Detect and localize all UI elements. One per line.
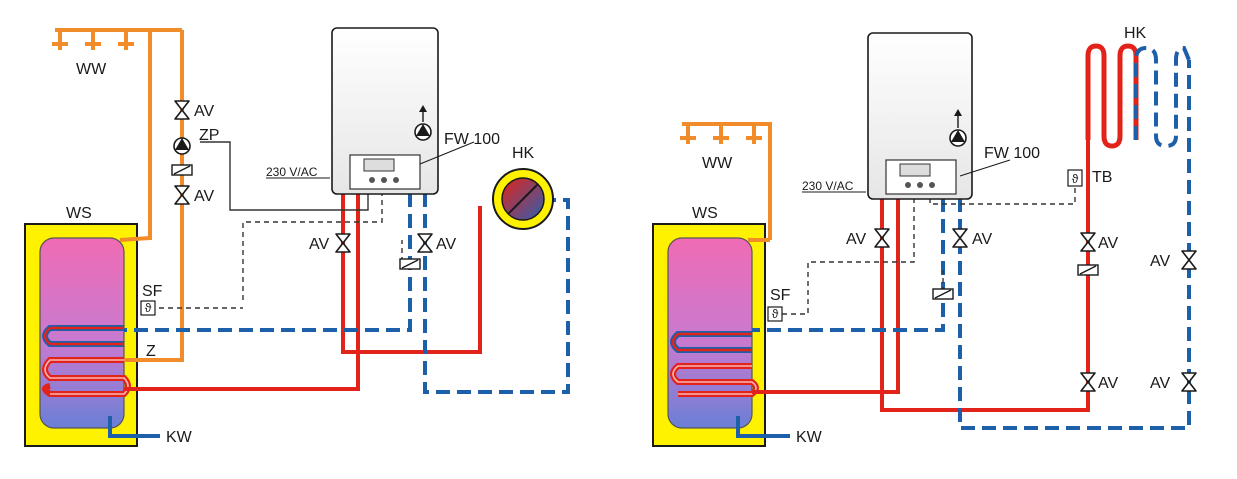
right-av-hk-label-3: AV	[1098, 375, 1118, 392]
right-hk-label: HK	[1124, 25, 1147, 42]
right-boiler-label: FW 100	[984, 145, 1040, 162]
left-av-return-label: AV	[436, 236, 456, 253]
right-av-hk-valve-3	[1080, 372, 1096, 392]
left-storage-tank	[24, 223, 138, 447]
left-av-supply-valve	[335, 233, 351, 253]
left-cold-water-pipe	[108, 416, 160, 438]
left-system: ϑ WW WS AV ZP AV SF Z KW	[24, 27, 570, 447]
left-voltage-label: 230 V/AC	[266, 165, 318, 179]
left-z-label: Z	[146, 343, 156, 360]
right-boiler-fw100	[867, 32, 1011, 200]
left-circulation-pump	[173, 137, 191, 155]
right-voltage-label: 230 V/AC	[802, 179, 854, 193]
left-ws-label: WS	[66, 205, 92, 222]
svg-text:ϑ: ϑ	[772, 307, 779, 321]
right-heating-return	[752, 45, 1191, 430]
right-kw-label: KW	[796, 429, 823, 446]
right-av-hk-label-2: AV	[1150, 253, 1170, 270]
left-zp-label: ZP	[199, 127, 219, 144]
right-av-hk-valve-2	[1181, 250, 1197, 270]
left-heating-supply	[124, 193, 482, 391]
left-hk-label: HK	[512, 145, 535, 162]
left-av-valve-1	[174, 100, 190, 120]
right-control-wiring	[782, 188, 1076, 315]
right-av-supply-valve	[874, 228, 890, 248]
svg-text:ϑ: ϑ	[145, 301, 152, 315]
left-return-check-valve	[399, 258, 421, 270]
right-hk-check-valve	[1077, 264, 1099, 276]
right-ws-label: WS	[692, 205, 718, 222]
left-av-supply-label: AV	[309, 236, 329, 253]
left-av-label-1: AV	[194, 103, 214, 120]
left-kw-label: KW	[166, 429, 193, 446]
right-av-hk-valve-1	[1080, 232, 1096, 252]
right-return-check-valve	[932, 288, 954, 300]
left-ww-label: WW	[76, 61, 107, 78]
right-av-hk-label-1: AV	[1098, 235, 1118, 252]
right-ww-label: WW	[702, 155, 733, 172]
left-av-label-2: AV	[194, 188, 214, 205]
left-av-return-valve	[417, 233, 433, 253]
left-radiator-hk	[492, 168, 554, 230]
right-tb-label: TB	[1092, 169, 1112, 186]
right-av-hk-valve-4	[1181, 372, 1197, 392]
right-av-hk-label-4: AV	[1150, 375, 1170, 392]
left-sf-label: SF	[142, 283, 163, 300]
left-heating-return	[124, 193, 570, 394]
right-cold-water-pipe	[736, 416, 790, 438]
left-boiler-label: FW 100	[444, 131, 500, 148]
left-boiler-fw100	[331, 27, 475, 195]
right-dhw-piping	[680, 122, 772, 242]
left-check-valve	[171, 164, 193, 176]
left-return-coil	[42, 325, 124, 347]
svg-text:ϑ: ϑ	[1072, 172, 1079, 186]
right-av-supply-label: AV	[846, 231, 866, 248]
right-av-return-label: AV	[972, 231, 992, 248]
left-tank-sensor: ϑ	[140, 300, 156, 316]
right-sf-label: SF	[770, 287, 791, 304]
right-thermostat-tb: ϑ	[1067, 169, 1083, 187]
left-av-valve-2	[174, 185, 190, 205]
right-floor-heating-loop	[1085, 43, 1139, 149]
right-system: ϑ ϑ WW WS SF KW 230 V/AC FW 100	[652, 25, 1197, 447]
right-return-coil	[670, 331, 752, 353]
right-tank-sensor: ϑ	[767, 306, 783, 322]
right-av-return-valve	[952, 228, 968, 248]
